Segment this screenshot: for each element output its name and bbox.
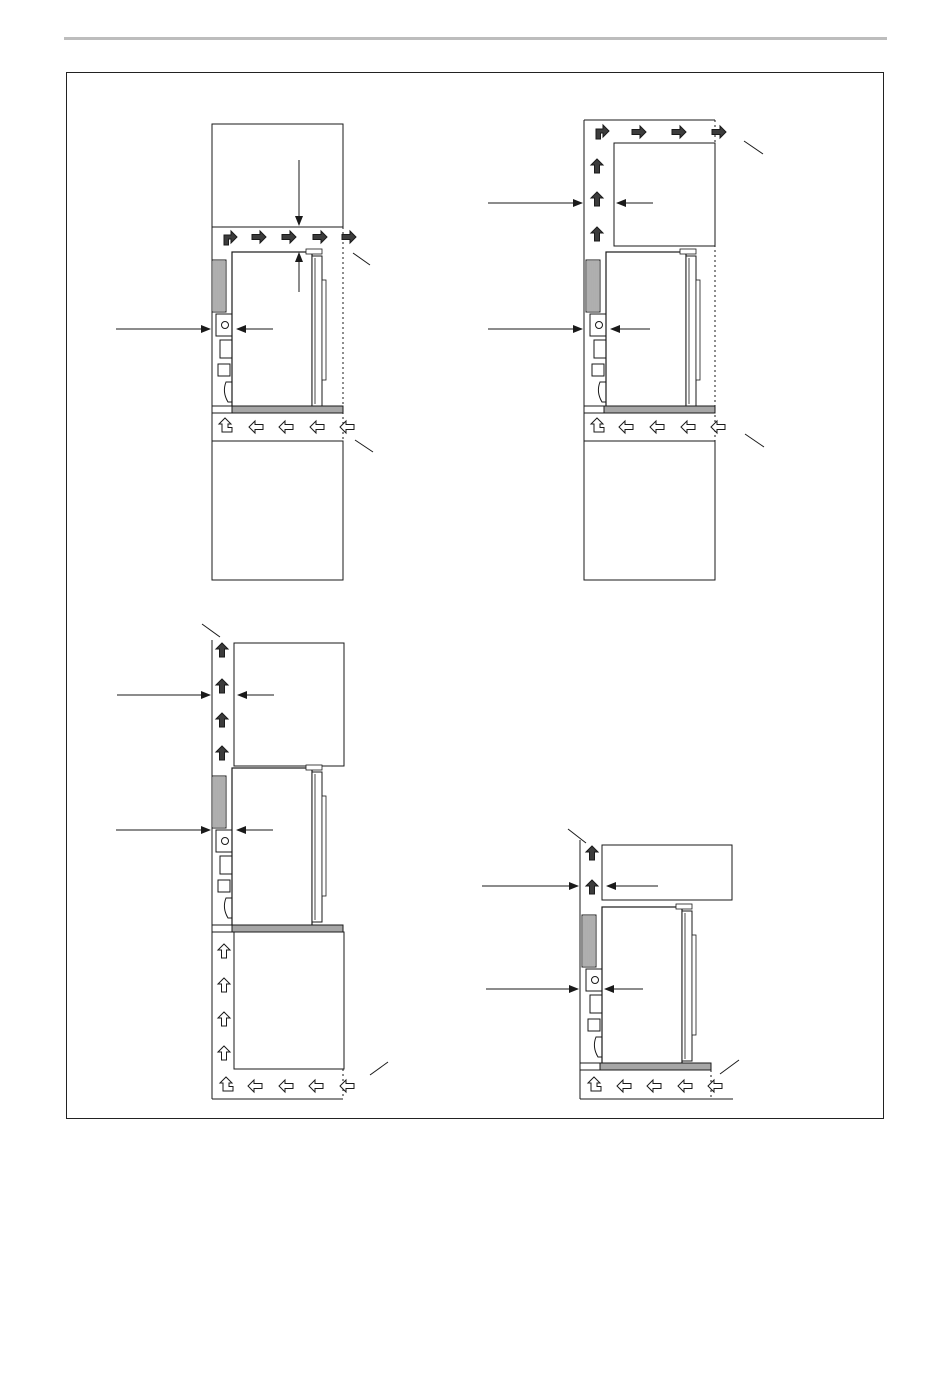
panel-top-left: [116, 124, 373, 580]
callout-leaders: [744, 141, 764, 447]
exhaust-airflow-arrows: [216, 643, 228, 760]
inverter-unit: [586, 249, 700, 412]
inverter-unit: [582, 904, 696, 1067]
inverter-unit: [212, 765, 326, 928]
upper-obstacle: [234, 643, 344, 766]
upper-obstacle: [614, 143, 715, 246]
inverter-unit: [212, 249, 326, 412]
panel-bottom-right: [482, 829, 739, 1099]
lower-obstacle: [584, 441, 715, 580]
intake-airflow-arrows: [591, 418, 725, 433]
lower-obstacle: [234, 932, 344, 1069]
lower-obstacle: [212, 441, 343, 580]
intake-airflow-arrows: [219, 418, 354, 433]
upper-obstacle: [602, 845, 732, 900]
exhaust-airflow-arrows: [586, 846, 598, 894]
callout-leaders: [353, 253, 373, 452]
panel-bottom-left: [116, 624, 388, 1099]
upper-obstacle: [212, 124, 343, 227]
exhaust-airflow-arrows: [224, 231, 356, 245]
panel-top-right: [488, 120, 764, 580]
intake-airflow-arrows: [588, 1077, 722, 1092]
